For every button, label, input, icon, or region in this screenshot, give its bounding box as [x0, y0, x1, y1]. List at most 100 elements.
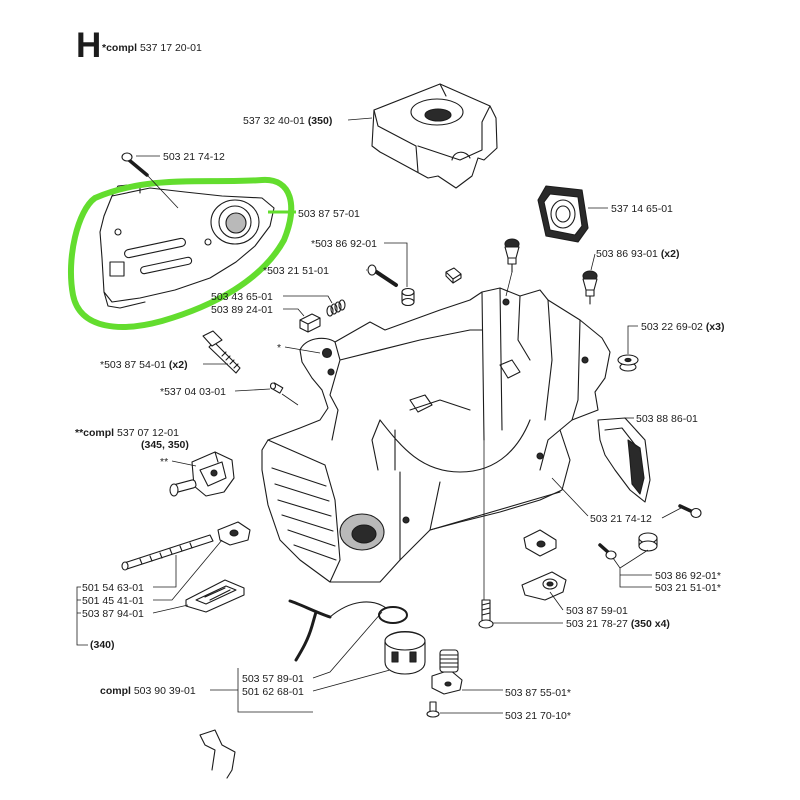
stud-block-part — [299, 313, 321, 333]
label-stud: 503 43 65-01 — [211, 291, 273, 303]
label-tank-cap: compl 503 90 39-01 — [100, 685, 196, 697]
spring-bracket-part — [431, 649, 463, 695]
bolt-lower-part — [638, 532, 658, 552]
leader-cover-plate — [152, 604, 189, 614]
leader-tensioner — [171, 460, 197, 467]
guard-plate-part — [597, 417, 651, 503]
screw-head — [426, 710, 440, 718]
leader-spring — [283, 308, 305, 317]
screw-bottom-part — [478, 599, 494, 629]
bolt-hole — [502, 298, 510, 306]
label-screw-top: 503 21 74-12 — [163, 151, 225, 163]
clip-hole — [536, 540, 546, 548]
label-screw-right: 503 21 74-12 — [590, 513, 652, 525]
cap-strap — [288, 599, 332, 662]
label-tank-cap-item: 503 57 89-01 — [242, 673, 304, 685]
buffer-body — [582, 278, 598, 291]
label-group-340-item: 503 87 94-01 — [82, 608, 144, 620]
cover-plate-part — [185, 579, 245, 613]
cap-top — [384, 631, 426, 651]
label-screw-base: 503 21 70-10* — [505, 710, 571, 722]
buffer-base — [507, 257, 517, 265]
cap-notch — [409, 651, 417, 663]
tensioner-knob — [169, 483, 179, 497]
chain-guard-bore-inner — [225, 212, 247, 234]
bracket-spring-coils — [439, 654, 459, 668]
crankcase-outline — [261, 287, 611, 583]
leader-cap-body — [312, 669, 391, 692]
screw-thread — [481, 602, 491, 616]
tensioner-hole — [210, 469, 218, 477]
bracket-spring — [439, 649, 459, 673]
spring-part — [326, 299, 346, 317]
bolt-top — [401, 287, 415, 297]
label-filter-gasket: 537 14 65-01 — [611, 203, 673, 215]
long-bolt-end — [121, 561, 129, 571]
cap-notch — [391, 651, 399, 663]
clip-part — [523, 529, 557, 557]
cylinder-cover-outline — [371, 83, 498, 189]
grommet-part — [617, 354, 639, 372]
part-number: 503 22 69-02 — [641, 321, 703, 333]
leader-stud — [283, 295, 333, 304]
leader-grommet — [627, 325, 638, 354]
chain-guard-part — [99, 183, 275, 309]
bolt-upper-part — [401, 287, 415, 307]
quantity-note: (350 x4) — [631, 618, 670, 630]
filter-gasket-ring — [550, 199, 576, 229]
screw-lower-part — [598, 543, 617, 560]
quantity-note: (x2) — [661, 248, 680, 260]
leader-bolt-lower — [612, 549, 652, 588]
label-cylinder-cover: 537 32 40-01 (350) — [243, 115, 332, 127]
part-number: 537 32 40-01 — [243, 115, 305, 127]
crank-bore-inner — [351, 524, 377, 544]
label-screw-upper: *503 21 51-01 — [263, 265, 329, 277]
label-spring: 503 89 24-01 — [211, 304, 273, 316]
crankcase-body — [261, 287, 611, 583]
labels: H *compl 537 17 20-01 537 32 40-01 (350)… — [75, 26, 725, 722]
assembly-line-buffer — [505, 271, 513, 297]
filter-gasket-part — [537, 185, 589, 243]
cylinder-cover-part — [371, 83, 498, 189]
chain-stud-part — [202, 330, 241, 374]
bushing-part — [217, 521, 251, 546]
pin-end — [269, 382, 277, 390]
bracket-hole — [444, 681, 452, 687]
assembly-line-screw-right — [551, 477, 589, 517]
screw-top-part — [121, 152, 149, 177]
screw-shaft — [678, 504, 695, 514]
chain-guard-tab — [109, 261, 125, 277]
stud-block — [299, 313, 321, 333]
screw-head — [690, 507, 702, 519]
mount-boss — [409, 359, 521, 413]
part-number: 537 07 12-01 — [117, 427, 179, 439]
leader-bushing — [153, 539, 223, 601]
compl-prefix: compl — [100, 685, 131, 697]
chain-guard-slot — [124, 237, 186, 259]
square-nut-part — [445, 267, 462, 284]
leader-pin — [234, 388, 271, 392]
assembly-line-screw-top — [147, 175, 179, 209]
pin-part — [269, 382, 284, 394]
partial-bracket — [199, 729, 236, 779]
assembly-line-pin — [281, 393, 299, 406]
floor-lines — [399, 399, 561, 561]
grommet-hole — [624, 357, 632, 363]
leader-lines — [76, 117, 682, 714]
screw-head — [367, 264, 377, 276]
buffer-part — [504, 238, 520, 273]
leader-buffer — [590, 253, 596, 271]
top-rim — [329, 329, 483, 441]
filter-gasket-ring — [555, 205, 571, 223]
square-nut — [445, 267, 462, 284]
cylinder-cover-bore — [424, 108, 452, 122]
header-prefix: *compl — [102, 42, 137, 54]
section-letter: H — [76, 26, 101, 65]
label-bolt-upper: *503 86 92-01 — [311, 238, 377, 250]
buffer-part — [582, 270, 598, 305]
label-chain-stud: *503 87 54-01 (x2) — [100, 359, 188, 371]
label-bolt-lower: 503 86 92-01* — [655, 570, 721, 582]
cover-plate-slots — [195, 585, 237, 605]
guard-plate-shade — [627, 439, 645, 495]
